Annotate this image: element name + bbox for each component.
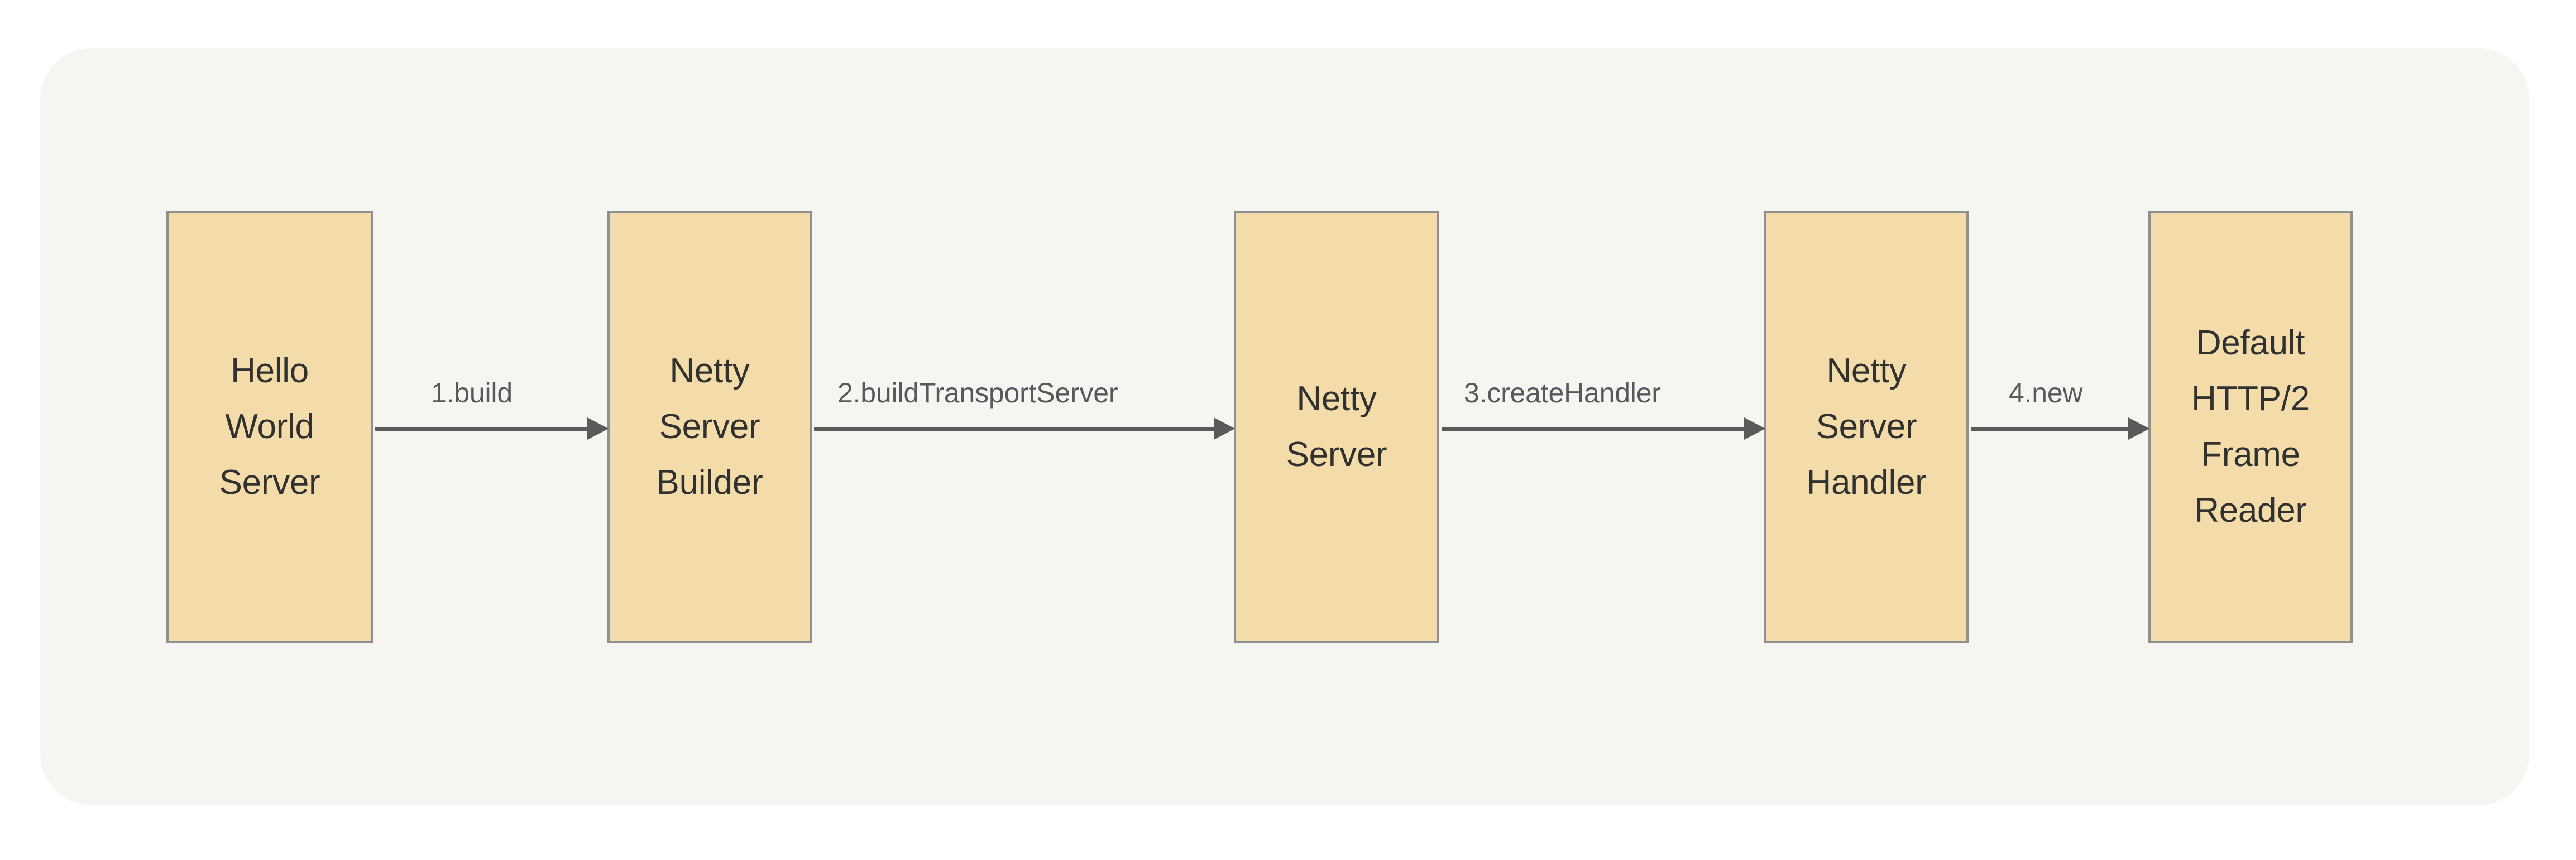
node-netty-server-builder[interactable]: Netty Server Builder: [607, 211, 812, 643]
arrowhead-icon: [2128, 417, 2149, 440]
edge-line: [1971, 427, 2132, 431]
edge-label-build: 1.build: [431, 377, 513, 409]
node-hello-world-server[interactable]: Hello World Server: [166, 211, 373, 643]
edge-line: [1442, 427, 1747, 431]
edge-line: [375, 427, 591, 431]
edge-line: [814, 427, 1217, 431]
node-default-http2-frame-reader[interactable]: Default HTTP/2 Frame Reader: [2148, 211, 2353, 643]
node-label: Hello World Server: [219, 352, 320, 502]
arrowhead-icon: [1214, 417, 1235, 440]
node-netty-server-handler[interactable]: Netty Server Handler: [1764, 211, 1969, 643]
node-label: Netty Server Handler: [1806, 352, 1927, 502]
node-label: Default HTTP/2 Frame Reader: [2191, 324, 2310, 530]
arrowhead-icon: [1744, 417, 1765, 440]
edge-label-build-transport-server: 2.buildTransportServer: [837, 377, 1118, 409]
node-label: Netty Server Builder: [656, 352, 763, 502]
edge-label-create-handler: 3.createHandler: [1464, 377, 1661, 409]
arrowhead-icon: [587, 417, 609, 440]
node-netty-server[interactable]: Netty Server: [1234, 211, 1439, 643]
node-label: Netty Server: [1286, 379, 1387, 474]
edge-label-new: 4.new: [2009, 377, 2083, 409]
